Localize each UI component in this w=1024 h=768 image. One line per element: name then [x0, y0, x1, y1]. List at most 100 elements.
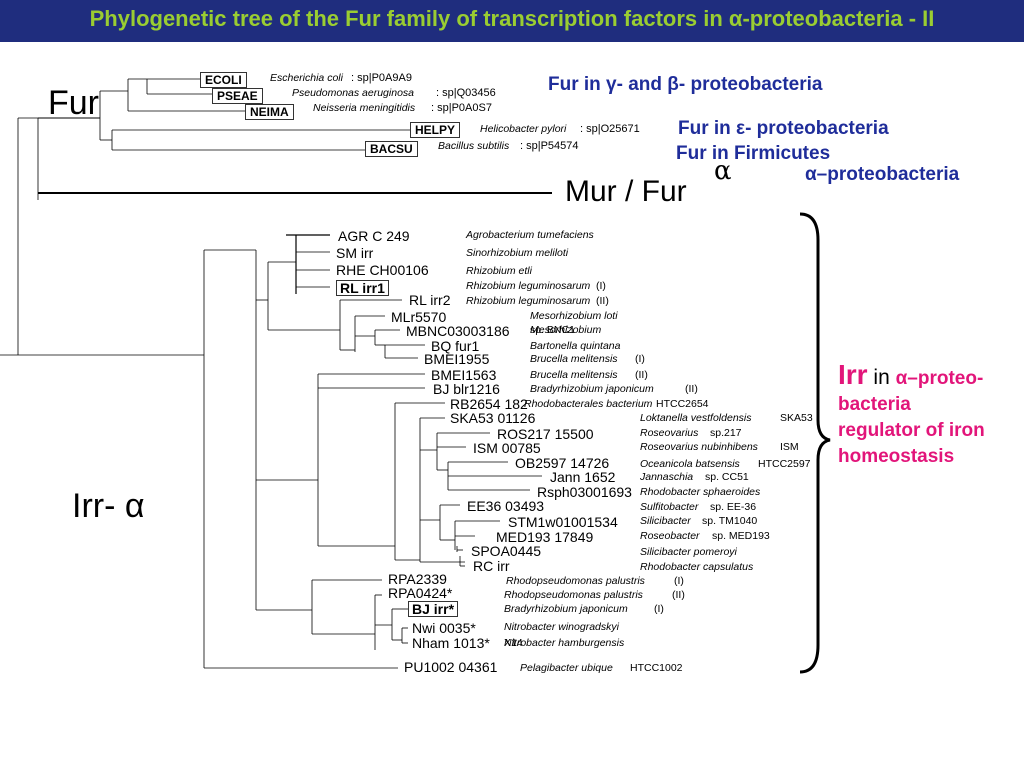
- irr-leaf-code: SKA53 01126: [450, 410, 536, 426]
- fur-leaf-species: Helicobacter pylori: [480, 123, 567, 135]
- irr-leaf-code: OB2597 14726: [515, 455, 610, 471]
- irr-leaf-species: Brucella melitensis: [530, 369, 618, 381]
- irr-leaf-strain: ISM: [780, 441, 799, 453]
- fur-leaf-species: Bacillus subtilis: [438, 140, 510, 152]
- irr-leaf-strain: (II): [635, 369, 648, 381]
- irr-leaf-strain: (II): [596, 295, 609, 307]
- irr-leaf-species: Bradyrhizobium japonicum: [530, 383, 654, 395]
- irr-leaf-code: RL irr1: [336, 280, 389, 296]
- irr-leaf-strain: HTCC2597: [758, 458, 811, 470]
- fur-leaf-accession: : sp|P0A0S7: [431, 102, 492, 114]
- irr-leaf-strain: sp. TM1040: [702, 515, 758, 527]
- fur-leaf-accession: : sp|O25671: [580, 123, 640, 135]
- irr-leaf-code: RHE CH00106: [336, 262, 429, 278]
- irr-title: Irr: [838, 359, 868, 390]
- fur-leaf-code: ECOLI: [200, 72, 247, 88]
- irr-leaf-species: Rhizobium leguminosarum: [466, 295, 591, 307]
- irr-alpha-group-label: Irr- α: [72, 487, 145, 525]
- irr-alpha-proteo: α–proteo-: [895, 368, 984, 389]
- irr-leaf-code: BJ irr*: [408, 601, 459, 617]
- irr-leaf-code: AGR C 249: [338, 228, 410, 244]
- irr-description: Irr in α–proteo- bacteria regulator of i…: [838, 359, 985, 470]
- irr-leaf-species: Rhodopseudomonas palustris: [504, 589, 643, 601]
- irr-leaf-code: RPA2339: [388, 571, 447, 587]
- irr-leaf-code: RC irr: [473, 558, 510, 574]
- irr-leaf-species: Rhodobacterales bacterium: [524, 398, 653, 410]
- irr-leaf-code: RPA0424*: [388, 585, 453, 601]
- irr-leaf-species: Sulfitobacter: [640, 501, 699, 513]
- irr-leaf-code: BMEI1563: [431, 367, 497, 383]
- irr-leaf-strain: (I): [674, 575, 684, 587]
- alpha-proteobacteria-label: α–proteobacteria: [805, 164, 960, 185]
- irr-leaf-species: Roseovarius: [640, 427, 699, 439]
- mur-alpha-label: α: [714, 156, 732, 186]
- irr-leaf-strain: (I): [635, 353, 645, 365]
- fur-leaf-code: NEIMA: [245, 104, 294, 120]
- irr-leaf-species: Oceanicola batsensis: [640, 458, 740, 470]
- irr-leaf-species: Bartonella quintana: [530, 340, 621, 352]
- irr-leaf-species: Roseovarius nubinhibens: [640, 441, 758, 453]
- irr-leaf-code: SM irr: [336, 245, 374, 261]
- irr-leaf-code: SPOA0445: [471, 543, 542, 559]
- irr-leaf-species: Silicibacter pomeroyi: [640, 546, 737, 558]
- fur-leaf-accession: : sp|Q03456: [436, 87, 496, 99]
- irr-leaf-code: Jann 1652: [550, 469, 616, 485]
- irr-leaf-code: MLr5570: [391, 309, 447, 325]
- page-title: Phylogenetic tree of the Fur family of t…: [89, 6, 935, 31]
- irr-leaf-code: RL irr2: [409, 292, 451, 308]
- irr-leaf-strain: HTCC2654: [656, 398, 709, 410]
- irr-leaf-strain: HTCC1002: [630, 662, 683, 674]
- fur-leaf-accession: : sp|P54574: [520, 140, 579, 152]
- irr-leaf-species: Rhodobacter capsulatus: [640, 561, 754, 573]
- fur-leaf-code: PSEAE: [212, 88, 263, 104]
- irr-leaf-species: Rhizobium etli: [466, 265, 532, 277]
- irr-leaf-strain: sp. EE-36: [710, 501, 757, 513]
- fur-gamma-beta-label: Fur in γ- and β- proteobacteria: [548, 74, 823, 95]
- irr-leaf-species: Brucella melitensis: [530, 353, 618, 365]
- fur-leaf-code: BACSU: [365, 141, 418, 157]
- fur-leaf-species: Escherichia coli: [270, 72, 343, 84]
- irr-leaf-strain: (II): [685, 383, 698, 395]
- irr-clade-bracket: [799, 212, 831, 674]
- fur-epsilon-label: Fur in ε- proteobacteria: [678, 118, 889, 139]
- irr-leaf-code: BMEI1955: [424, 351, 490, 367]
- irr-leaf-species: Loktanella vestfoldensis: [640, 412, 752, 424]
- mur-fur-label: Mur / Fur: [565, 175, 687, 208]
- irr-leaf-species: Mesorhizobium: [530, 324, 602, 336]
- irr-description-line-2: bacteria: [838, 394, 911, 415]
- irr-leaf-code: PU1002 04361: [404, 659, 498, 675]
- irr-leaf-strain: sp. MED193: [712, 530, 770, 542]
- irr-leaf-species: Bradyrhizobium japonicum: [504, 603, 628, 615]
- irr-leaf-species: Rhizobium leguminosarum: [466, 280, 591, 292]
- fur-leaf-species: Neisseria meningitidis: [313, 102, 416, 114]
- irr-in: in: [867, 366, 896, 389]
- irr-leaf-species: Mesorhizobium loti: [530, 310, 618, 322]
- irr-leaf-code: MBNC03003186: [406, 323, 510, 339]
- irr-leaf-code: Rsph03001693: [537, 484, 632, 500]
- irr-description-line-1: Irr in α–proteo-: [838, 359, 985, 392]
- irr-leaf-species: Pelagibacter ubique: [520, 662, 613, 674]
- irr-leaf-strain: (II): [672, 589, 685, 601]
- irr-leaf-strain: X14: [504, 637, 523, 649]
- irr-leaf-code: Nham 1013*: [412, 635, 490, 651]
- irr-leaf-code: MED193 17849: [496, 529, 594, 545]
- irr-leaf-strain: (I): [596, 280, 606, 292]
- irr-leaf-species: Nitrobacter hamburgensis: [504, 637, 625, 649]
- fur-leaf-code: HELPY: [410, 122, 461, 138]
- irr-leaf-species: Roseobacter: [640, 530, 700, 542]
- irr-leaf-code: RB2654 182: [450, 396, 528, 412]
- irr-description-line-4: homeostasis: [838, 446, 955, 467]
- irr-leaf-code: ISM 00785: [473, 440, 541, 456]
- irr-description-line-3: regulator of iron: [838, 420, 985, 441]
- irr-leaf-code: BJ blr1216: [433, 381, 500, 397]
- fur-group-label: Fur: [48, 84, 99, 122]
- irr-leaf-code: STM1w01001534: [508, 514, 618, 530]
- irr-leaf-species: Silicibacter: [640, 515, 691, 527]
- title-bar: [0, 0, 1024, 42]
- irr-leaf-species: Agrobacterium tumefaciens: [466, 229, 594, 241]
- irr-leaf-code: ROS217 15500: [497, 426, 594, 442]
- irr-leaf-species: Jannaschia: [640, 471, 694, 483]
- irr-leaf-species: Nitrobacter winogradskyi: [504, 621, 619, 633]
- irr-leaf-strain: sp. CC51: [705, 471, 749, 483]
- irr-leaf-species: Sinorhizobium meliloti: [466, 247, 569, 259]
